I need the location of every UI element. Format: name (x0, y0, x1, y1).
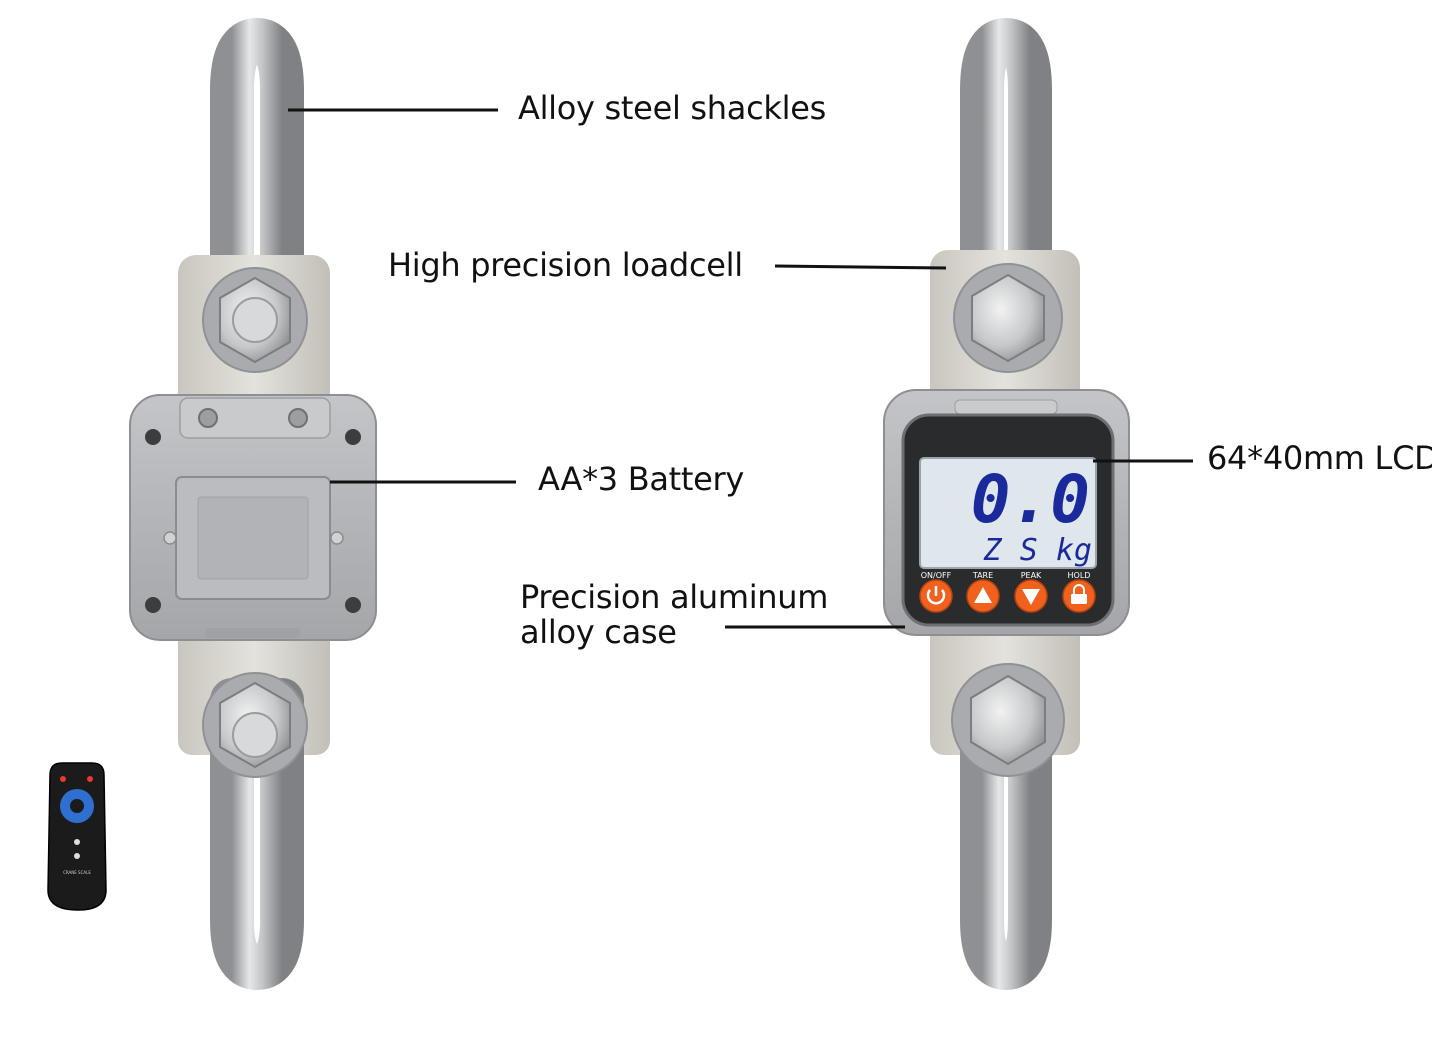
callout-battery: AA*3 Battery (538, 460, 745, 498)
lcd-reading: 0.0 (971, 461, 1090, 538)
left-bottom-shackle (210, 678, 304, 991)
remote-label: CRANE SCALE (63, 870, 91, 875)
hold-button (1062, 579, 1096, 613)
lcd-screen (919, 457, 1097, 569)
right-top-shackle (960, 17, 1052, 352)
left-scale-back-view (129, 17, 377, 991)
onoff-button (919, 579, 953, 613)
callout-lines (288, 108, 1193, 629)
callout-case: Precision aluminum alloy case (520, 578, 829, 651)
right-bottom-shackle (960, 678, 1052, 991)
tare-button (966, 579, 1000, 613)
callout-shackles: Alloy steel shackles (518, 89, 826, 127)
remote-control: CRANE SCALE (47, 762, 107, 911)
hold-label: HOLD (1068, 571, 1091, 580)
tare-label: TARE (972, 571, 993, 580)
callout-lcd: 64*40mm LCD (1207, 439, 1432, 477)
loadcell-leader (774, 264, 947, 270)
lock-icon (1071, 594, 1087, 604)
right-top-nut (971, 273, 1045, 363)
left-top-shackle (210, 17, 304, 352)
onoff-label: ON/OFF (921, 571, 952, 580)
callout-loadcell: High precision loadcell (388, 246, 743, 284)
right-bottom-nut (970, 674, 1046, 766)
up-triangle-icon (974, 587, 992, 603)
lcd-status-line: Z S kg (983, 533, 1092, 568)
down-triangle-icon (1022, 589, 1040, 605)
peak-label: PEAK (1021, 571, 1042, 580)
right-scale-front-view: 0.0 Z S kg ON/OFF TARE PEAK HOLD (883, 17, 1130, 991)
peak-button (1014, 579, 1048, 613)
